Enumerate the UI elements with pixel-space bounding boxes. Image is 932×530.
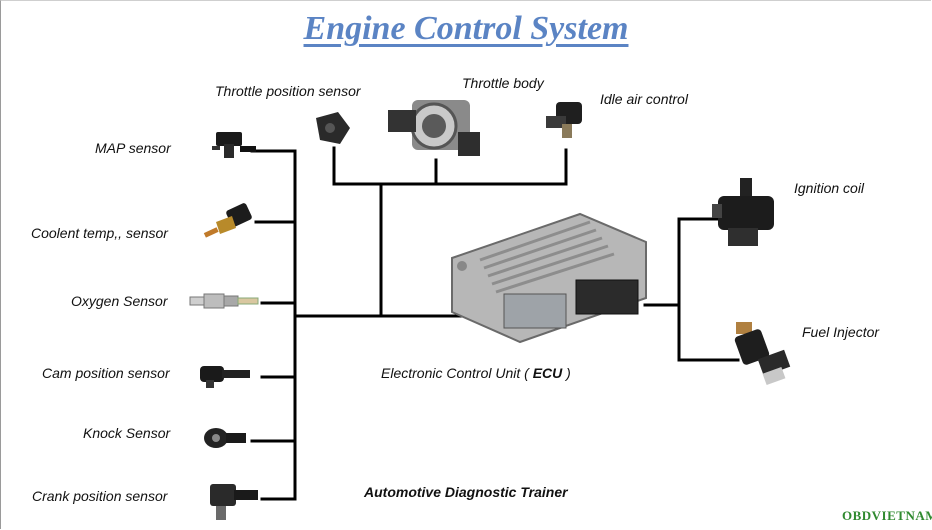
cam-sensor-icon: [200, 366, 250, 388]
ignition-coil-icon: [712, 178, 774, 246]
map-sensor-label: MAP sensor: [95, 140, 171, 156]
cam-sensor-label: Cam position sensor: [42, 365, 170, 381]
throttle-body-label: Throttle body: [462, 75, 544, 91]
throttle-body-icon: [388, 100, 480, 156]
throttle-position-sensor-icon: [316, 112, 350, 144]
coolant-sensor-label: Coolent temp,, sensor: [31, 225, 168, 241]
footer-caption: Automotive Diagnostic Trainer: [364, 484, 568, 500]
oxygen-sensor-label: Oxygen Sensor: [71, 293, 168, 309]
ecu-label: Electronic Control Unit ( ECU ): [381, 365, 571, 381]
oxygen-sensor-icon: [189, 293, 259, 309]
fuel-injector-icon: [734, 322, 791, 386]
coolant-sensor-icon: [203, 203, 252, 238]
ignition-coil-label: Ignition coil: [794, 180, 865, 196]
diagram-title: Engine Control System: [303, 10, 629, 47]
tps-label: Throttle position sensor: [215, 83, 361, 99]
crank-sensor-label: Crank position sensor: [32, 488, 168, 504]
idle-air-control-icon: [546, 102, 582, 138]
map-sensor-icon: [212, 132, 256, 158]
crank-sensor-icon: [210, 484, 258, 520]
ecu-icon: [451, 212, 647, 344]
brand-watermark: OBDVIETNAM: [842, 508, 932, 523]
fuel-injector-label: Fuel Injector: [802, 324, 880, 340]
knock-sensor-icon: [204, 428, 246, 448]
iac-label: Idle air control: [600, 91, 688, 107]
knock-sensor-label: Knock Sensor: [83, 425, 171, 441]
